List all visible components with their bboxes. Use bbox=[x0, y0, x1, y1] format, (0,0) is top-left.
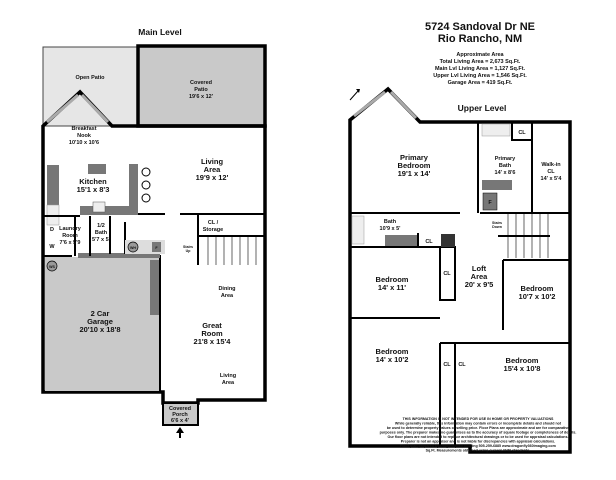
garage bbox=[45, 257, 160, 391]
primary-bath-label: Bath bbox=[499, 163, 512, 169]
closet-label: CL bbox=[458, 362, 466, 368]
furnace: F bbox=[155, 246, 158, 250]
living-area-label: Living bbox=[201, 157, 224, 166]
upper-level-title: Upper Level bbox=[458, 103, 507, 113]
bedroom-dims: 14' x 11' bbox=[378, 283, 406, 292]
disclaimer-line: Preparer is not an appraiser and is not … bbox=[401, 440, 555, 444]
closet-label: CL bbox=[443, 362, 451, 368]
bedroom-label: Bedroom bbox=[376, 275, 409, 284]
half-bath-label: Bath bbox=[95, 230, 108, 236]
covered-patio bbox=[136, 44, 267, 128]
bedroom-dims: 15'4 x 10'8 bbox=[504, 364, 541, 373]
loft-dims: 20' x 9'5 bbox=[465, 280, 494, 289]
total-living-area: Total Living Area = 2,673 Sq.Ft. bbox=[440, 59, 521, 65]
covered-patio-dims: 19'6 x 12' bbox=[189, 94, 214, 100]
dining-area-label: Area bbox=[221, 293, 234, 299]
covered-porch bbox=[162, 402, 199, 426]
covered-porch-label: Porch bbox=[172, 412, 188, 418]
half-bath-dims: 5'7 x 5' bbox=[92, 237, 111, 243]
bedroom-label: Bedroom bbox=[506, 356, 539, 365]
breakfast-nook-dims: 10'10 x 10'6 bbox=[69, 140, 99, 146]
walk-in-closet-dims: 14' x 5'4 bbox=[541, 176, 563, 182]
closet-label: CL bbox=[425, 239, 433, 245]
bedroom-dims: 14' x 10'2 bbox=[376, 355, 409, 364]
garage-dims: 20'10 x 18'8 bbox=[79, 325, 120, 334]
area-title: Approximate Area bbox=[456, 52, 504, 58]
closet-label: CL bbox=[518, 130, 526, 136]
kitchen-label: Kitchen bbox=[79, 177, 107, 186]
header: 5724 Sandoval Dr NE Rio Rancho, NM Appro… bbox=[425, 21, 535, 86]
upper-living-area: Upper Lvl Living Area = 1,546 Sq.Ft. bbox=[433, 73, 527, 79]
primary-bath-dims: 14' x 8'6 bbox=[495, 170, 516, 176]
living-area-dims: 19'9 x 12' bbox=[196, 173, 229, 182]
address-line-2: Rio Rancho, NM bbox=[438, 33, 522, 45]
water-heater: WH bbox=[130, 246, 136, 250]
disclaimer-line: While generally reliable, this informati… bbox=[395, 422, 562, 426]
disclaimer-line: Our floor plans are not intended to repl… bbox=[388, 435, 569, 439]
stairs-up-label: Up bbox=[186, 249, 192, 253]
upper-level: Upper Level F Primary Bedroom 19'1 x 14'… bbox=[348, 86, 572, 454]
loft-label: Area bbox=[471, 272, 489, 281]
covered-patio-label: Covered bbox=[190, 80, 212, 86]
north-arrow-icon bbox=[349, 89, 360, 101]
loft-label: Loft bbox=[472, 264, 487, 273]
walk-in-closet-label: Walk-in bbox=[541, 162, 561, 168]
covered-porch-label: Covered bbox=[169, 406, 191, 412]
laundry-label: Room bbox=[62, 233, 78, 239]
open-patio-label: Open Patio bbox=[75, 75, 105, 81]
living-area-label: Area bbox=[222, 380, 235, 386]
covered-porch-dims: 6'6 x 4' bbox=[171, 418, 190, 424]
laundry-dims: 7'6 x 5'9 bbox=[60, 240, 81, 246]
water-softener: WS bbox=[49, 265, 55, 269]
washer: W bbox=[49, 244, 55, 250]
cl-storage-label: Storage bbox=[203, 227, 223, 233]
primary-bath-label: Primary bbox=[495, 156, 516, 162]
primary-bedroom-label: Primary bbox=[400, 153, 429, 162]
disclaimer-line: purposes only. The preparer makes no gua… bbox=[380, 431, 577, 435]
stairs-down-label: Down bbox=[492, 225, 502, 229]
half-bath-label: 1/2 bbox=[97, 223, 105, 229]
bedroom-label: Bedroom bbox=[376, 347, 409, 356]
breakfast-nook-label: Breakfast bbox=[71, 126, 96, 132]
disclaimer-line: be used to determine property values or … bbox=[387, 426, 570, 430]
closet-label: CL bbox=[443, 271, 451, 277]
bath-dims: 10'9 x 5' bbox=[380, 226, 402, 232]
great-room-dims: 21'8 x 15'4 bbox=[194, 337, 232, 346]
garage-area: Garage Area = 419 Sq.Ft. bbox=[448, 80, 513, 86]
disclaimer: THIS INFORMATION IS NOT INTENDED FOR USE… bbox=[380, 417, 577, 453]
living-area-label: Living bbox=[220, 373, 236, 379]
primary-bedroom-dims: 19'1 x 14' bbox=[398, 169, 431, 178]
main-level: Main Level Open Patio Covered Patio 19'6… bbox=[41, 27, 267, 438]
living-area-label: Area bbox=[204, 165, 222, 174]
primary-bedroom-label: Bedroom bbox=[398, 161, 431, 170]
cl-storage-label: CL / bbox=[208, 220, 219, 226]
entry-arrow-icon bbox=[176, 427, 184, 438]
disclaimer-line: Sq.Ft. Measurements obtained using curre… bbox=[426, 449, 531, 453]
dining-area-label: Dining bbox=[218, 286, 235, 292]
bath-label: Bath bbox=[384, 219, 397, 225]
disclaimer-line: Floor plan prepared by Dragonfly360 Imag… bbox=[400, 444, 556, 448]
main-level-title: Main Level bbox=[138, 27, 181, 37]
great-room-label: Room bbox=[201, 329, 223, 338]
upper-outline bbox=[348, 86, 572, 454]
breakfast-nook-label: Nook bbox=[77, 133, 92, 139]
garage-label: 2 Car bbox=[91, 309, 110, 318]
main-living-area: Main Lvl Living Area = 1,127 Sq.Ft. bbox=[435, 66, 526, 72]
disclaimer-line: THIS INFORMATION IS NOT INTENDED FOR USE… bbox=[403, 417, 554, 421]
walk-in-closet-label: CL bbox=[547, 169, 555, 175]
address-line-1: 5724 Sandoval Dr NE bbox=[425, 21, 535, 33]
laundry-label: Laundry bbox=[59, 226, 82, 232]
covered-patio-label: Patio bbox=[194, 87, 208, 93]
stairs-down-label: Stairs bbox=[492, 221, 502, 225]
stairs-up-label: Stairs bbox=[183, 245, 193, 249]
great-room-label: Great bbox=[202, 321, 222, 330]
garage-label: Garage bbox=[87, 317, 113, 326]
kitchen-dims: 15'1 x 8'3 bbox=[77, 185, 110, 194]
bedroom-label: Bedroom bbox=[521, 284, 554, 293]
dryer: D bbox=[50, 227, 54, 233]
bedroom-dims: 10'7 x 10'2 bbox=[519, 292, 556, 301]
furnace: F bbox=[488, 200, 492, 206]
